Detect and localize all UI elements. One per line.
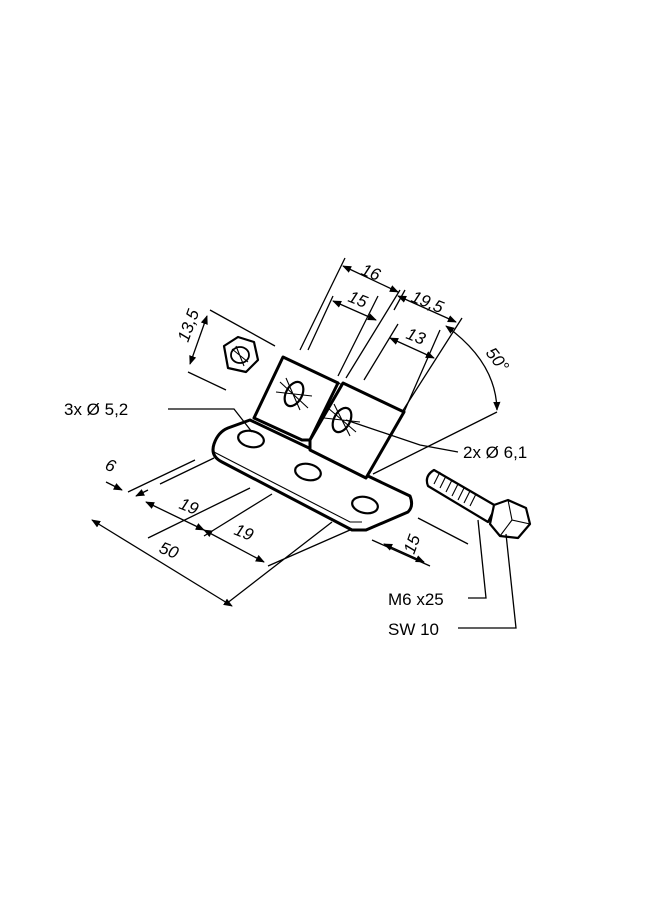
hinge-part — [211, 355, 414, 532]
dim-6: 6 — [103, 455, 119, 476]
base-plate-edge — [213, 451, 362, 523]
callout-wrench-size: SW 10 — [388, 620, 439, 639]
flap-hole-2 — [323, 403, 361, 437]
dim-19-5: 19,5 — [409, 287, 447, 317]
dimension-lines — [91, 257, 517, 629]
dim-19-a: 19 — [177, 494, 202, 519]
dim-16: 16 — [359, 260, 384, 285]
flap-hole-1 — [275, 377, 313, 411]
base-hole-2 — [294, 462, 322, 482]
dim-19-b: 19 — [232, 520, 257, 545]
base-hole-1 — [237, 429, 265, 449]
hex-nut — [222, 335, 260, 374]
dim-50: 50 — [157, 538, 182, 563]
hex-screw — [425, 468, 532, 540]
base-hole-3 — [351, 495, 379, 515]
callout-holes-flap: 2x Ø 6,1 — [463, 443, 527, 462]
hinge-leaf-edge — [337, 382, 344, 386]
callout-screw-size: M6 x25 — [388, 590, 444, 609]
callout-holes-base: 3x Ø 5,2 — [64, 400, 128, 419]
hinge-leaf-right — [308, 381, 406, 480]
